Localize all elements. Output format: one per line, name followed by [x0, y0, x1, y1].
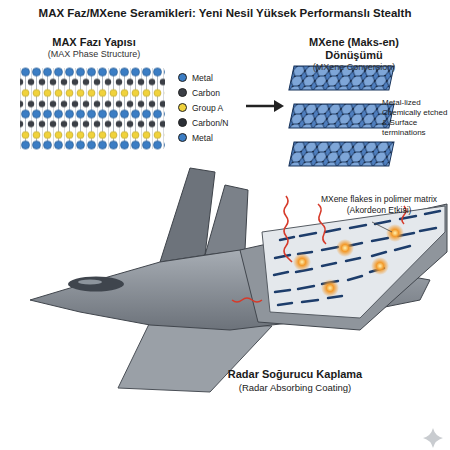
- legend-swatch: [178, 133, 187, 142]
- arrow-connector: [246, 100, 284, 112]
- legend-item: Group A: [178, 100, 228, 115]
- coating-title: Radar Soğurucu Kaplama: [195, 368, 395, 381]
- legend-item: Carbon/N: [178, 115, 228, 130]
- legend-swatch: [178, 73, 187, 82]
- legend-item: Metal: [178, 70, 228, 85]
- legend-item: Metal: [178, 130, 228, 145]
- legend-swatch: [178, 118, 187, 127]
- legend-item: Carbon: [178, 85, 228, 100]
- legend-text: Carbon/N: [192, 118, 228, 128]
- panel-title: MXene (Maks-en) Dönüşümü: [284, 36, 424, 62]
- legend-swatch: [178, 88, 187, 97]
- title: MAX Faz/MXene Seramikleri: Yeni Nesil Yü…: [0, 7, 450, 19]
- legend-swatch: [178, 103, 187, 112]
- legend-text: Metal: [192, 133, 213, 143]
- legend-text: Metal: [192, 73, 213, 83]
- panel-subtitle: (MXene Conversion): [284, 62, 424, 73]
- panel-heading: MAX Fazı Yapısı(MAX Phase Structure): [14, 36, 174, 60]
- legend-text: Carbon: [192, 88, 220, 98]
- legend-text: Group A: [192, 103, 223, 113]
- legend: MetalCarbonGroup ACarbon/NMetal: [178, 70, 228, 145]
- callout-text: MXene flakes in polimer matrix (Akordeon…: [310, 194, 448, 215]
- panel-subtitle: (MAX Phase Structure): [14, 49, 174, 60]
- panel-title: MAX Fazı Yapısı: [14, 36, 174, 49]
- annotation: Metal-lized Chemically etched & Surface …: [382, 98, 448, 138]
- coating-subtitle: (Radar Absorbing Coating): [195, 382, 395, 394]
- panel-heading: MXene (Maks-en) Dönüşümü(MXene Conversio…: [284, 36, 424, 73]
